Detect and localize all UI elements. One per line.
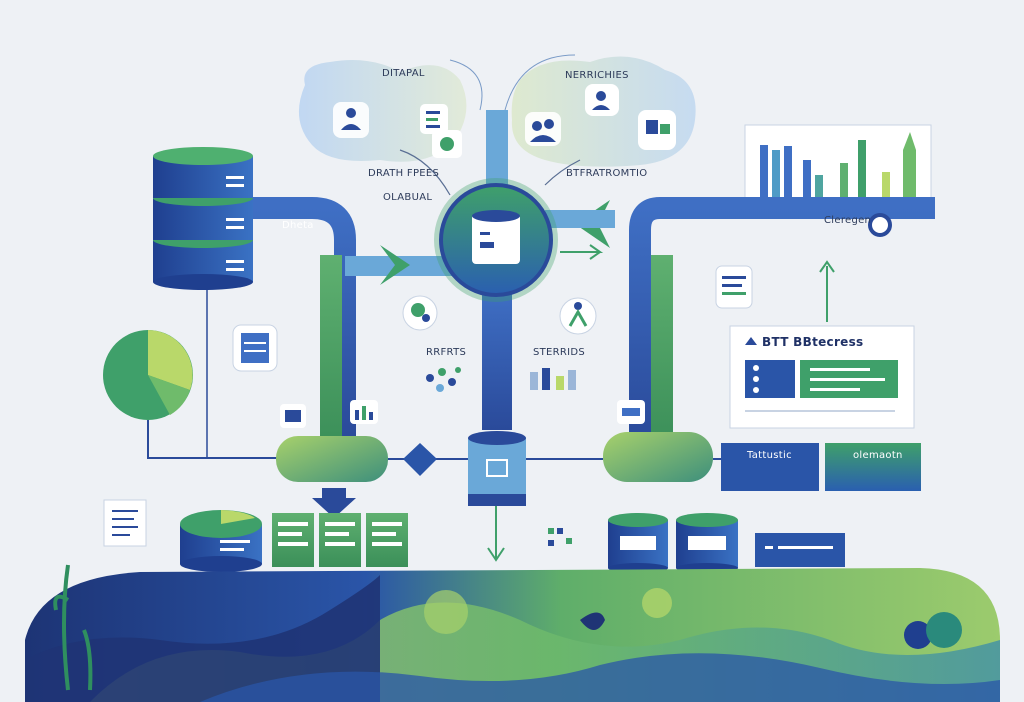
flow-label: DRATH FPEES	[368, 168, 440, 179]
document-icon	[366, 513, 408, 567]
arrow-icon	[819, 260, 835, 322]
wave-dark	[25, 575, 380, 702]
database-pie-icon	[180, 510, 262, 572]
cloud-left-label: DITAPAL	[382, 68, 425, 79]
network-icon	[426, 367, 461, 392]
wave-bottom	[200, 653, 1000, 702]
pipe-right-horizontal	[545, 210, 615, 228]
knob-icon	[904, 621, 932, 649]
calendar-icon	[232, 324, 278, 372]
tab-button-right-label[interactable]: olemaotn	[853, 450, 903, 461]
mid-left-label: RRFRTS	[426, 347, 467, 358]
arrow-icon	[312, 488, 356, 518]
report-title: BTT BBtecress	[762, 335, 864, 349]
user-icon	[525, 112, 561, 146]
pipe-right-label: Cleregen	[824, 215, 872, 226]
cylinder-icon	[676, 513, 738, 573]
cylinder-icon	[608, 513, 668, 573]
user-icon	[559, 297, 597, 335]
pipe-left-green	[320, 255, 342, 445]
status-card	[755, 533, 845, 567]
people-icon	[530, 368, 576, 390]
arrow-icon	[560, 244, 604, 260]
plant-icon	[53, 564, 93, 691]
diamond-node	[403, 443, 437, 476]
small-cluster-icon	[548, 528, 572, 546]
cloud-arc-left	[449, 59, 483, 111]
tab-button-right[interactable]	[825, 443, 921, 491]
knob-icon	[926, 612, 962, 648]
connector-line	[147, 420, 290, 459]
pipe-right-green	[651, 255, 673, 445]
arrow-icon	[487, 506, 505, 562]
leaf-icon	[580, 612, 605, 630]
bar-chart-card	[744, 124, 932, 206]
connector-curve-right	[544, 159, 581, 186]
user-icon	[585, 84, 619, 116]
cloud-arc-right	[504, 54, 576, 111]
chart-icon	[402, 295, 438, 331]
document-icon	[715, 265, 753, 309]
bubble	[424, 590, 468, 634]
pipe-left	[253, 197, 356, 440]
user-icon	[333, 102, 369, 138]
database-icon	[153, 147, 253, 290]
process-node-right	[603, 432, 713, 482]
report-panel	[729, 325, 915, 429]
pipe-left-label: Dheta	[282, 220, 314, 231]
chart-icon	[432, 130, 462, 158]
connector-curve	[399, 149, 451, 196]
process-node-left	[276, 436, 388, 482]
database-icon	[472, 210, 520, 264]
cloud-right-caption: BTFRATROMTIO	[566, 168, 648, 179]
central-hub	[434, 178, 558, 302]
arrow-icon	[380, 245, 410, 285]
document-icon	[319, 513, 361, 567]
flow-label-secondary: OLABUAL	[383, 192, 433, 203]
tab-button-left-label[interactable]: Tattustic	[747, 450, 792, 461]
mid-right-label: STERRIDS	[533, 347, 586, 358]
document-icon	[272, 513, 314, 567]
pipe-end-knob	[868, 213, 892, 237]
document-icon	[617, 400, 645, 424]
document-icon	[103, 499, 147, 547]
pipe-right	[629, 197, 935, 440]
document-icon	[420, 104, 448, 134]
tab-button-left[interactable]	[721, 443, 819, 491]
bar-chart-icon	[350, 400, 378, 424]
cylinder-icon	[468, 431, 526, 506]
pipe-center-vertical	[486, 110, 508, 205]
cloud-right-label: NERRICHIES	[565, 70, 629, 81]
pie-chart-icon	[103, 330, 193, 420]
bubble	[642, 588, 672, 618]
pipe-center-lower	[482, 290, 512, 430]
settings-icon	[638, 110, 676, 150]
calendar-icon	[280, 404, 306, 428]
